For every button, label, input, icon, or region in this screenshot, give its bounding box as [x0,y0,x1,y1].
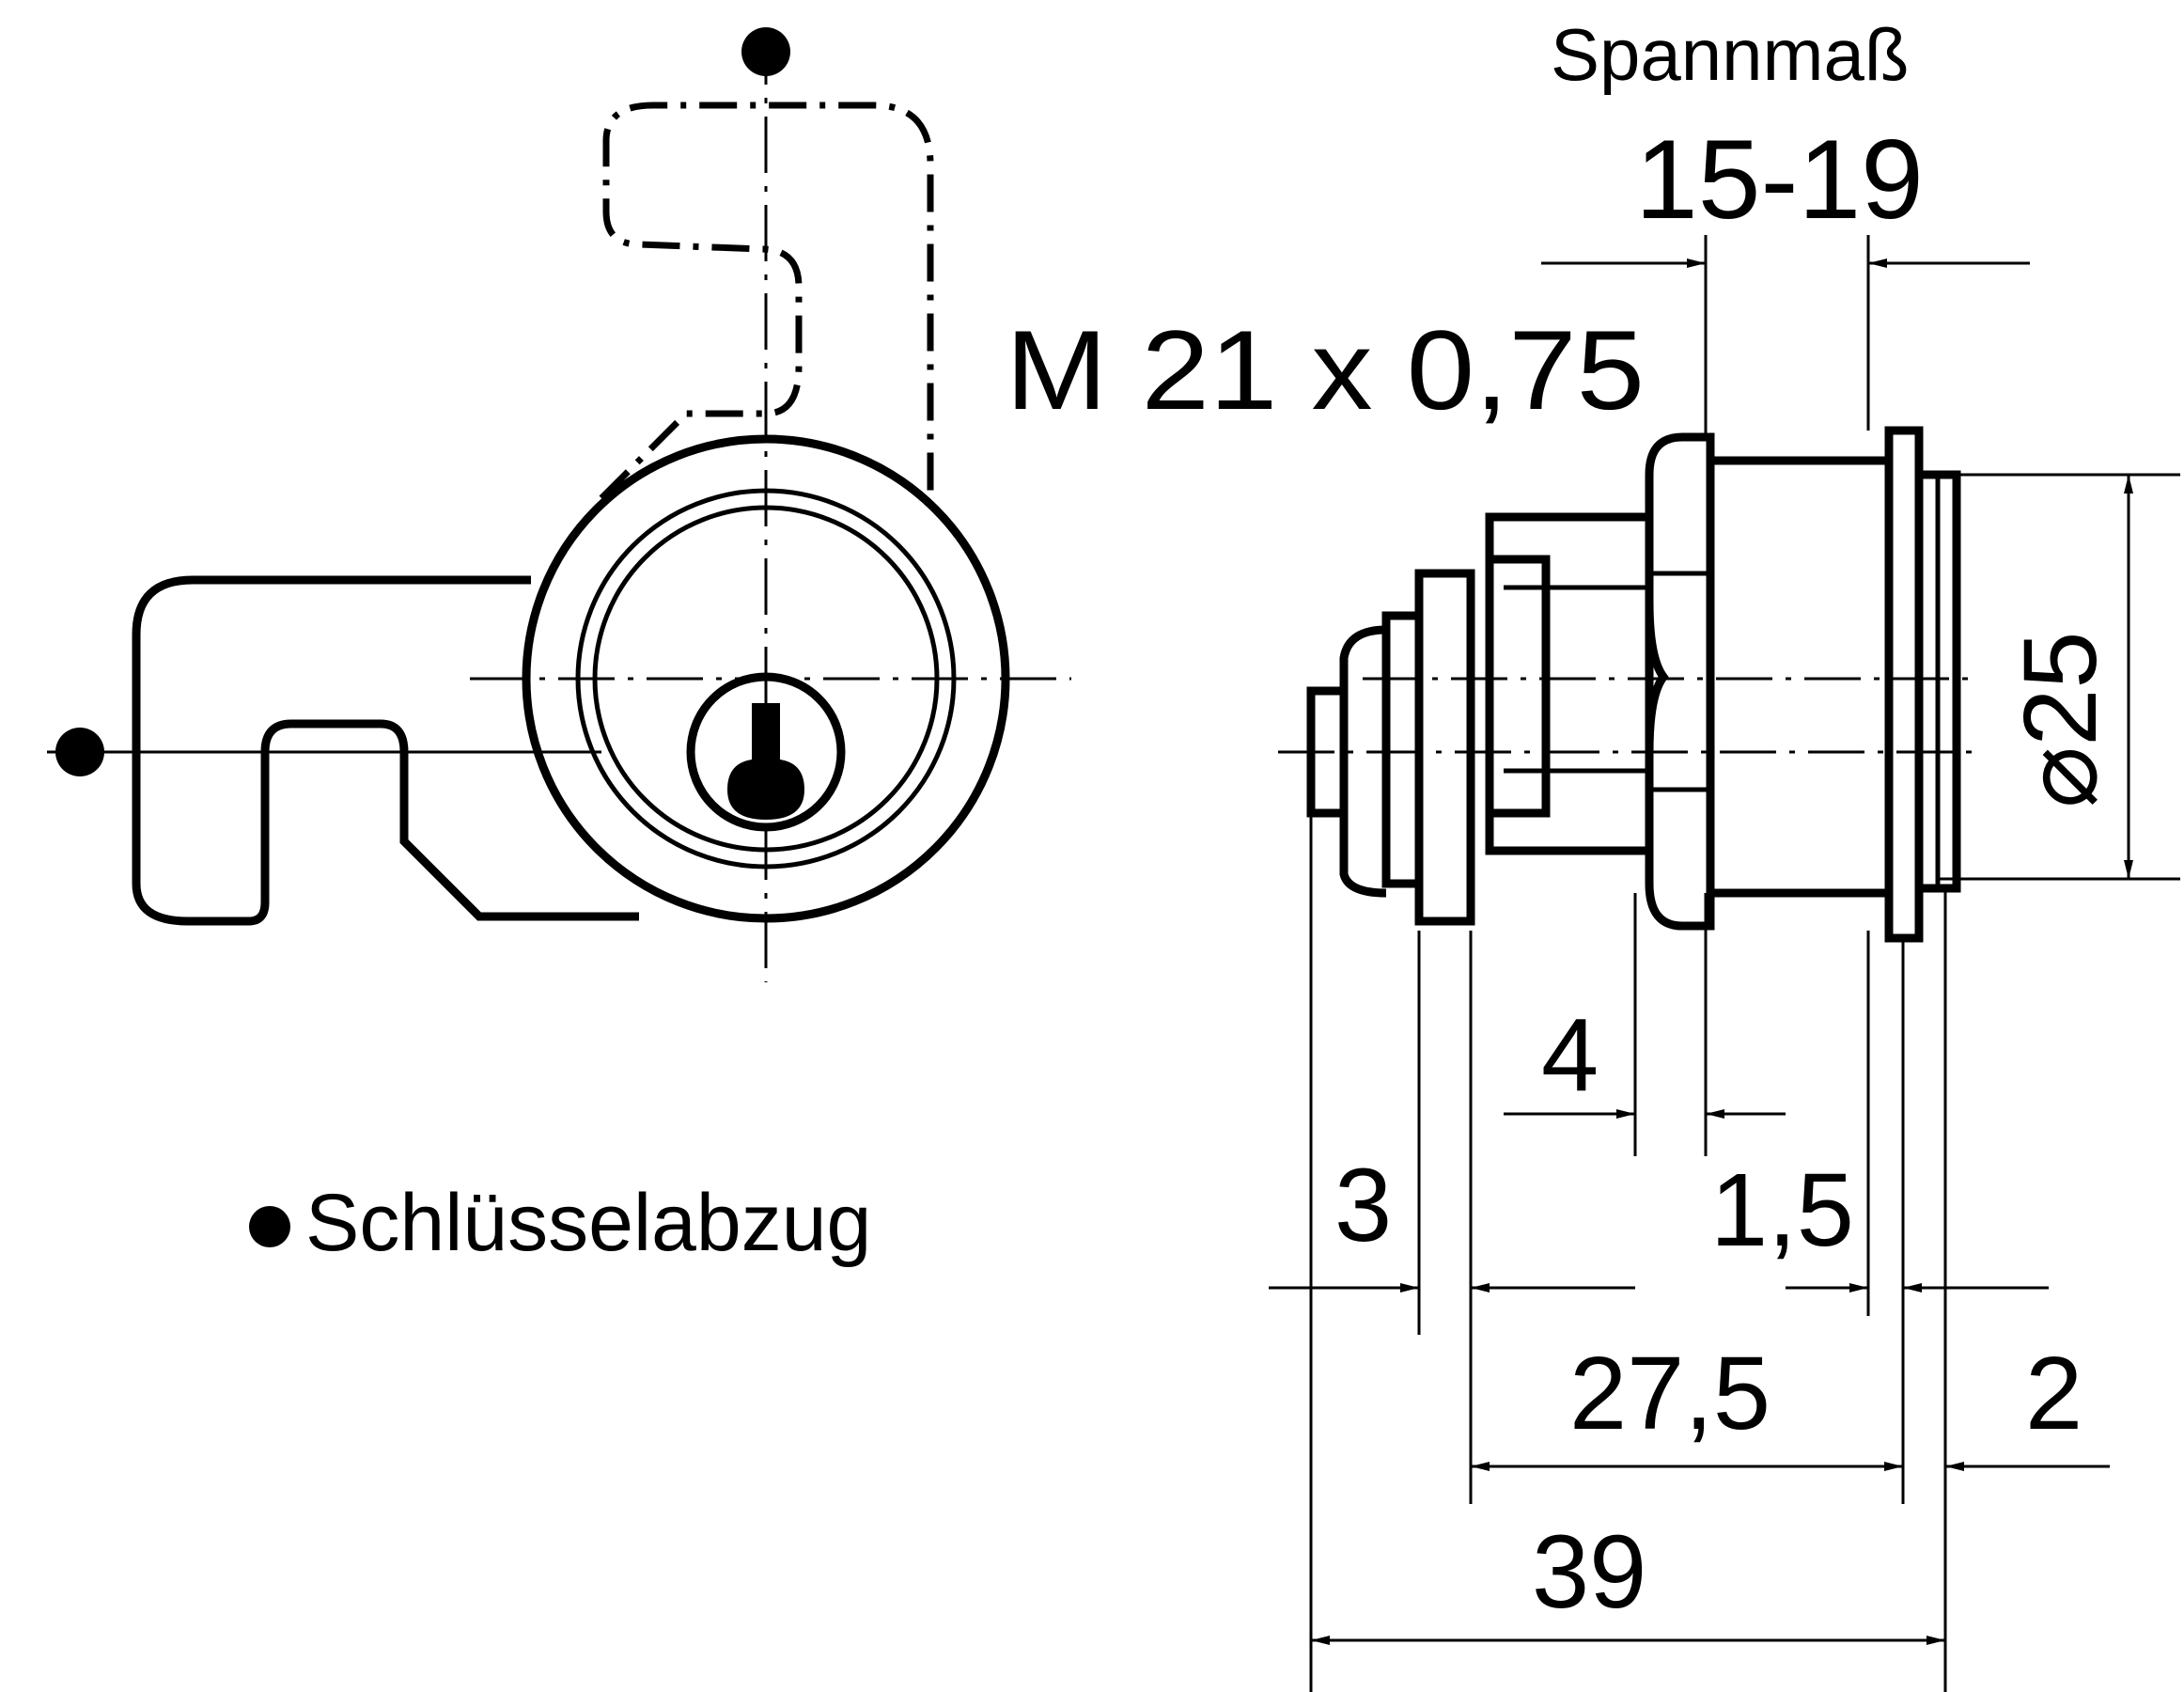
dim-4: 4 [1541,997,1599,1113]
spannmass-title: Spannmaß [1551,13,1910,96]
outer-flange-circle [522,434,1010,923]
spannmass-value: 15-19 [1635,117,1924,243]
cam-plate [1414,569,1475,926]
front-view [47,27,1071,982]
inner-ring-circle-1 [575,488,957,870]
thread-label: M 21 x 0,75 [1006,307,1645,433]
cam-solid [132,575,639,926]
dim-1-5: 1,5 [1710,1152,1854,1268]
front-flange [1884,426,1924,943]
key-removal-dot-top [741,27,790,76]
dim-3: 3 [1334,1148,1392,1263]
keyhole [727,703,804,820]
key-plug-circle [686,672,846,832]
dim-39: 39 [1532,1514,1646,1630]
side-view [1278,426,1983,943]
dim-27-5: 27,5 [1569,1336,1771,1451]
key-removal-dot-left [55,728,104,776]
diameter-label: ⌀25 [2003,631,2118,808]
key-removal-label: Schlüsselabzug [305,1178,871,1268]
legend-bullet [249,1206,290,1247]
dim-2: 2 [2025,1336,2083,1451]
washer [1381,611,1424,888]
screw-head [1339,625,1387,898]
rear-housing-inner [1485,555,1551,818]
cam-dashed [599,102,934,501]
inner-ring-circle-2 [592,505,940,853]
hex-nut [1645,432,1715,931]
rear-housing [1485,512,1654,855]
threaded-body [1706,456,1894,898]
